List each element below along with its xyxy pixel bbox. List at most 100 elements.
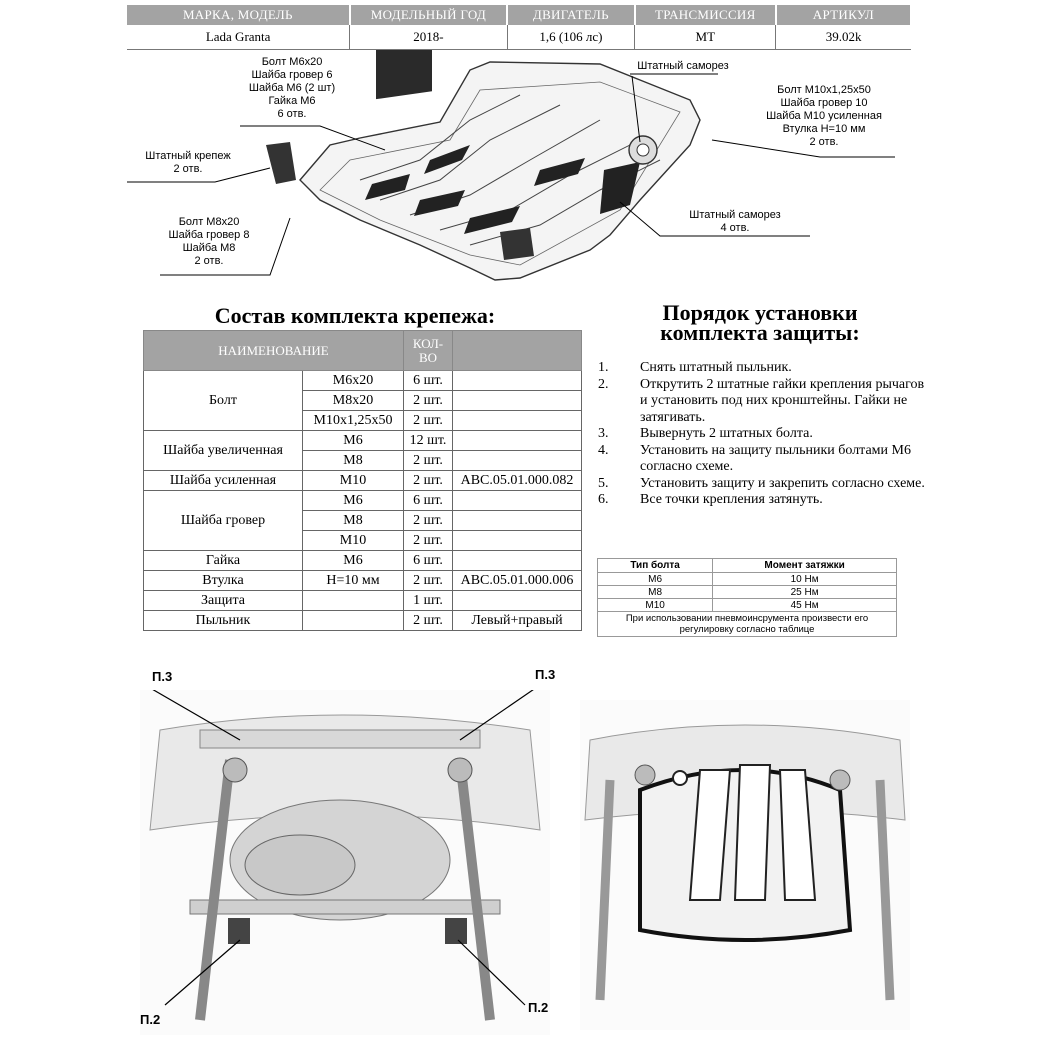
kit-qty: 1 шт. [403, 590, 453, 611]
kit-name: Защита [143, 590, 303, 611]
value-article: 39.02k [775, 25, 911, 50]
kit-qty: 2 шт. [403, 410, 453, 431]
kit-qty: 12 шт. [403, 430, 453, 451]
callout-line: Втулка Н=10 мм [782, 123, 866, 135]
torque-table: Тип болта Момент затяжки М6 10 Нм М8 25 … [596, 558, 897, 637]
procedure-step: 4. Установить на защиту пыльники болтами … [598, 443, 928, 476]
kit-size [302, 610, 404, 631]
header-col-year: МОДЕЛЬНЫЙ ГОД [349, 5, 509, 25]
kit-head-qty: КОЛ-ВО [403, 330, 453, 371]
kit-size: М8х20 [302, 390, 404, 411]
header-col-transmission: ТРАНСМИССИЯ [634, 5, 777, 25]
procedure-step: 2.Открутить 2 штатные гайки крепления ры… [598, 377, 928, 427]
callout-line: Болт М6х20 [261, 56, 323, 68]
kit-code [452, 510, 582, 531]
kit-qty: 2 шт. [403, 450, 453, 471]
kit-qty: 2 шт. [403, 570, 453, 591]
callout-line: Болт М8х20 [178, 216, 240, 228]
kit-table: НАИМЕНОВАНИЕ КОЛ-ВО Болт М6х20 6 шт. М8х… [143, 330, 582, 631]
kit-size: М6 [302, 550, 404, 571]
kit-size: Н=10 мм [302, 570, 404, 591]
kit-name: Болт [143, 370, 303, 431]
step-number: 5. [598, 475, 609, 491]
torque-head-value: Момент затяжки [712, 558, 897, 573]
vehicle-info-table: МАРКА, МОДЕЛЬ МОДЕЛЬНЫЙ ГОД ДВИГАТЕЛЬ ТР… [127, 5, 913, 50]
step-number: 4. [598, 442, 609, 458]
kit-size: М8 [302, 450, 404, 471]
kit-size: М6 [302, 430, 404, 451]
header-col-engine: ДВИГАТЕЛЬ [507, 5, 636, 25]
step-text: Установить защиту и закрепить согласно с… [640, 475, 925, 491]
callout-self-tapping-screw-top: Штатный саморез [628, 60, 738, 73]
kit-name: Втулка [143, 570, 303, 591]
kit-code [452, 390, 582, 411]
procedure-title-line: Порядок установки [662, 300, 858, 325]
step-text: Вывернуть 2 штатных болта. [640, 426, 813, 441]
undercar-photo-with-plate [580, 700, 910, 1030]
kit-qty: 2 шт. [403, 510, 453, 531]
label-p3-right: П.3 [535, 667, 556, 682]
kit-qty: 2 шт. [403, 610, 453, 631]
step-text: Установить на защиту пыльники болтами М6… [640, 442, 911, 475]
kit-size: М6 [302, 490, 404, 511]
kit-code [452, 450, 582, 471]
callout-line: Шайба гровер 8 [168, 229, 250, 241]
kit-code [452, 410, 582, 431]
callout-line: Штатный крепеж [145, 150, 231, 162]
kit-qty: 2 шт. [403, 530, 453, 551]
callout-line: 2 отв. [809, 136, 839, 148]
header-col-article: АРТИКУЛ [775, 5, 913, 25]
procedure-steps: 1.Снять штатный пыльник. 2.Открутить 2 ш… [598, 360, 928, 509]
callout-line: Шайба М10 усиленная [766, 110, 882, 122]
kit-size [302, 590, 404, 611]
torque-note: При использовании пневмоинсрумента произ… [597, 611, 897, 637]
kit-size: М10х1,25х50 [302, 410, 404, 431]
callout-m6-bolts: Болт М6х20 Шайба гровер 6 Шайба М6 (2 шт… [242, 56, 342, 121]
kit-code: АВС.05.01.000.006 [452, 570, 582, 591]
kit-name: Шайба усиленная [143, 470, 303, 491]
callout-line: Штатный саморез [689, 209, 781, 221]
value-model: Lada Granta [127, 25, 351, 50]
callout-line: Шайба гровер 10 [780, 97, 868, 109]
callout-line: Гайка М6 [268, 95, 316, 107]
callout-line: 2 отв. [194, 255, 224, 267]
kit-code: Левый+правый [452, 610, 582, 631]
callout-line: 2 отв. [173, 163, 203, 175]
step-text: Все точки крепления затянуть. [640, 492, 823, 507]
step-text: Снять штатный пыльник. [640, 360, 792, 375]
value-year: 2018- [349, 25, 508, 50]
callout-line: Шайба М8 [182, 242, 236, 254]
kit-qty: 6 шт. [403, 550, 453, 571]
callout-line: Штатный саморез [637, 60, 729, 72]
callout-line: 6 отв. [277, 108, 307, 120]
value-transmission: MT [634, 25, 777, 50]
torque-bolt: М6 [596, 572, 714, 586]
step-number: 3. [598, 426, 609, 441]
label-p2-right: П.2 [528, 1000, 549, 1015]
kit-qty: 6 шт. [403, 370, 453, 391]
skid-plate-diagram: Болт М6х20 Шайба гровер 6 Шайба М6 (2 шт… [0, 31, 1050, 300]
procedure-title-line: комплекта защиты: [660, 320, 860, 345]
kit-head-name: НАИМЕНОВАНИЕ [143, 330, 404, 371]
kit-size: М8 [302, 510, 404, 531]
torque-value: 25 Нм [712, 585, 897, 599]
kit-code: АВС.05.01.000.082 [452, 470, 582, 491]
torque-head-bolt: Тип болта [596, 558, 714, 573]
label-p3-left: П.3 [152, 669, 173, 684]
kit-code [452, 490, 582, 511]
callout-m8-bolts: Болт М8х20 Шайба гровер 8 Шайба М8 2 отв… [158, 216, 260, 268]
kit-size: М10 [302, 530, 404, 551]
callout-line: Шайба М6 (2 шт) [248, 82, 336, 94]
kit-name: Шайба гровер [143, 490, 303, 551]
kit-code [452, 370, 582, 391]
value-engine: 1,6 (106 лс) [507, 25, 636, 50]
kit-qty: 2 шт. [403, 390, 453, 411]
kit-code [452, 530, 582, 551]
kit-size: М10 [302, 470, 404, 491]
procedure-step: 3. Вывернуть 2 штатных болта. [598, 426, 928, 443]
kit-name: Пыльник [143, 610, 303, 631]
torque-value: 10 Нм [712, 572, 897, 586]
step-number: 2. [598, 376, 609, 392]
kit-head-code [452, 330, 582, 371]
procedure-step: 5. Установить защиту и закрепить согласно… [598, 476, 928, 493]
